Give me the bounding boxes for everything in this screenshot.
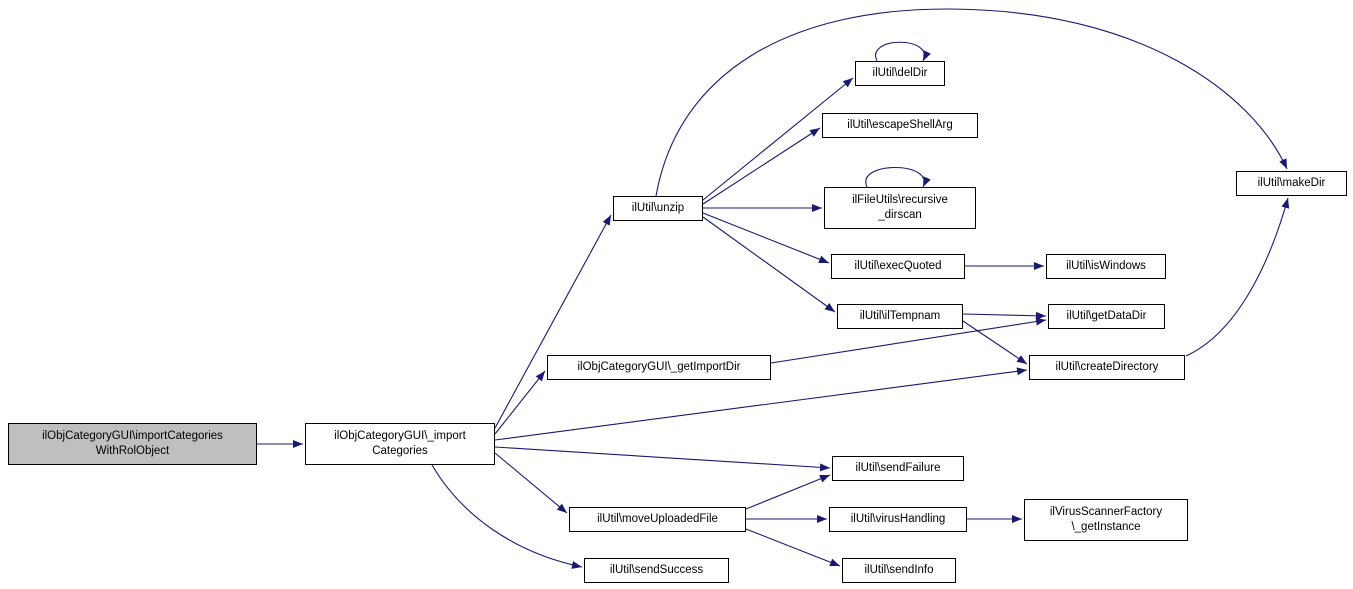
edge-moveUploadedFile-sendFailure: [745, 474, 831, 510]
node-label: ilUtil\sendSuccess: [609, 563, 704, 576]
node-sendFailure[interactable]: ilUtil\sendFailure: [832, 456, 964, 481]
node-label: Categories: [372, 445, 428, 457]
node-escapeShellArg[interactable]: ilUtil\escapeShellArg: [822, 113, 978, 138]
edge-delDir-delDir: [875, 41, 931, 62]
edge-importCategories-getImportDir: [494, 370, 546, 435]
edge-importCategories-unzip: [494, 214, 612, 429]
node-label: ilObjCategoryGUI\_getImportDir: [577, 360, 741, 373]
node-label: ilUtil\sendInfo: [864, 563, 934, 576]
node-label: ilUtil\makeDir: [1257, 176, 1326, 189]
node-label: WithRolObject: [95, 445, 170, 457]
node-label: ilObjCategoryGUI\importCategories: [42, 429, 223, 442]
edge-importCategories-createDirectory: [494, 367, 1028, 441]
node-label: ilFileUtils\recursive: [852, 193, 948, 206]
node-label: ilUtil\isWindows: [1066, 259, 1146, 272]
edge-importCategories-sendFailure: [494, 446, 831, 472]
node-sendSuccess[interactable]: ilUtil\sendSuccess: [584, 558, 729, 583]
node-label: ilUtil\delDir: [872, 66, 928, 79]
node-virusScannerFactoryGetInstance[interactable]: ilVirusScannerFactory \_getInstance: [1024, 499, 1188, 541]
node-label: ilUtil\ilTempnam: [859, 309, 941, 322]
edge-unzip-execQuoted: [702, 212, 830, 264]
node-label: ilUtil\unzip: [631, 201, 685, 214]
node-label: ilObjCategoryGUI\_import: [334, 429, 466, 442]
node-label: ilUtil\getDataDir: [1066, 309, 1147, 322]
node-label: ilUtil\execQuoted: [854, 259, 942, 272]
edge-importCategories-sendSuccess: [431, 464, 583, 569]
node-label: ilUtil\moveUploadedFile: [597, 512, 718, 525]
node-makeDir[interactable]: ilUtil\makeDir: [1236, 171, 1347, 196]
node-label: ilUtil\createDirectory: [1055, 360, 1159, 373]
node-getDataDir[interactable]: ilUtil\getDataDir: [1048, 304, 1165, 329]
edge-createDirectory-makeDir: [1185, 197, 1290, 357]
node-createDirectory[interactable]: ilUtil\createDirectory: [1029, 355, 1185, 380]
node-label: ilVirusScannerFactory: [1049, 505, 1163, 518]
node-getImportDir[interactable]: ilObjCategoryGUI\_getImportDir: [547, 355, 771, 380]
edge-group: [257, 8, 1290, 569]
node-moveUploadedFile[interactable]: ilUtil\moveUploadedFile: [569, 507, 746, 532]
node-virusHandling[interactable]: ilUtil\virusHandling: [829, 507, 967, 532]
edge-unzip-delDir: [702, 77, 854, 201]
edge-getImportDir-getDataDir: [770, 317, 1047, 364]
edge-unzip-ilTempnam: [702, 216, 836, 313]
node-sendInfo[interactable]: ilUtil\sendInfo: [842, 558, 956, 583]
edge-moveUploadedFile-sendInfo: [745, 528, 841, 567]
node-label: ilUtil\sendFailure: [855, 461, 941, 474]
node-label: ilUtil\escapeShellArg: [847, 118, 953, 131]
edge-unzip-escapeShellArg: [702, 127, 821, 205]
node-label: _dirscan: [878, 209, 922, 221]
edge-unzip-makeDir: [655, 8, 1288, 197]
edge-ilTempnam-createDirectory: [962, 320, 1028, 365]
node-delDir[interactable]: ilUtil\delDir: [855, 61, 945, 86]
edge-recursive_dirscan-recursive_dirscan: [865, 166, 931, 188]
node-isWindows[interactable]: ilUtil\isWindows: [1046, 254, 1166, 279]
node-execQuoted[interactable]: ilUtil\execQuoted: [831, 254, 965, 279]
node-unzip[interactable]: ilUtil\unzip: [613, 196, 703, 221]
node-ilTempnam[interactable]: ilUtil\ilTempnam: [837, 304, 963, 329]
node-recursive_dirscan[interactable]: ilFileUtils\recursive _dirscan: [824, 187, 976, 229]
edge-ilTempnam-getDataDir: [962, 311, 1047, 320]
node-label: ilUtil\virusHandling: [850, 512, 946, 525]
node-label: \_getInstance: [1071, 521, 1141, 533]
edge-importCategories-moveUploadedFile: [494, 452, 568, 514]
